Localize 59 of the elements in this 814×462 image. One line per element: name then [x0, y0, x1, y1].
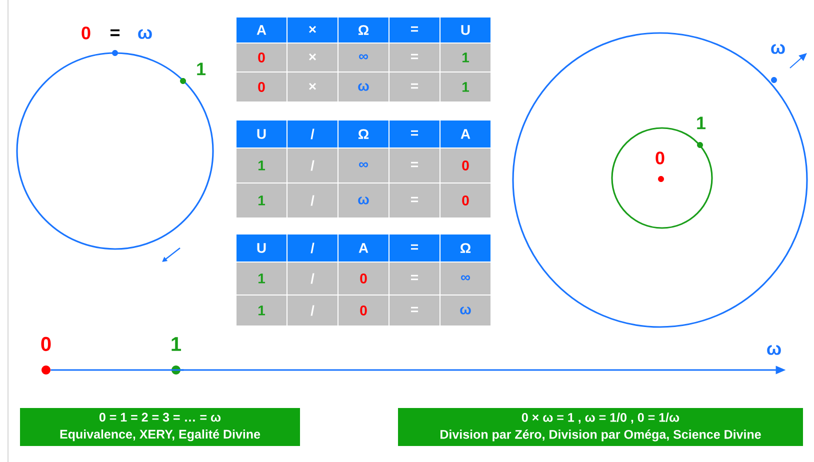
table-header-cell: =: [388, 120, 440, 148]
table-cell: 1: [236, 182, 288, 218]
table-header-cell: U: [236, 120, 288, 148]
table-header-cell: /: [286, 120, 338, 148]
table-cell: 0: [338, 262, 390, 296]
table-cell: ω: [338, 182, 390, 218]
table-cell: ∞: [440, 262, 492, 296]
table-header-cell: =: [388, 16, 440, 44]
table-cell: =: [388, 262, 440, 296]
table-cell: =: [388, 42, 440, 72]
table-header-cell: U: [236, 234, 288, 262]
table-cell: 0: [236, 42, 288, 72]
table-header-cell: /: [286, 234, 338, 262]
point-label: ω: [138, 29, 152, 39]
point-label: 0: [41, 336, 51, 352]
point-label: 1: [172, 337, 182, 351]
table-header-cell: ×: [286, 16, 338, 44]
table-cell: ω: [338, 72, 390, 102]
table-cell: 0: [338, 294, 390, 326]
point-label: 1: [197, 62, 206, 76]
point-label: 1: [697, 116, 706, 130]
table-cell: 1: [440, 72, 492, 102]
table-cell: 1: [236, 262, 288, 296]
point-label: ω: [771, 44, 785, 54]
table-cell: /: [286, 182, 338, 218]
table-cell: ×: [286, 42, 338, 72]
table-header-cell: A: [338, 234, 390, 262]
table-cell: 1: [236, 148, 288, 184]
table-header-cell: Ω: [440, 234, 492, 262]
table-cell: 0: [440, 148, 492, 184]
table-cell: /: [286, 148, 338, 184]
table-cell: 1: [236, 294, 288, 326]
table-cell: 0: [236, 72, 288, 102]
table-cell: /: [286, 262, 338, 296]
table-cell: ∞: [338, 148, 390, 184]
text-box: 0 × ω = 1 , ω = 1/0 , 0 = 1/ω Division par Zéro, Division par Oméga, Science Divine: [398, 408, 803, 446]
table-header-cell: A: [236, 16, 288, 44]
table-cell: 1: [440, 42, 492, 72]
equals-sign: =: [110, 29, 120, 36]
table-cell: ∞: [338, 42, 390, 72]
table-cell: =: [388, 72, 440, 102]
point-dot: [42, 366, 50, 374]
table-cell: =: [388, 294, 440, 326]
text-box: 0 = 1 = 2 = 3 = … = ω Equivalence, XERY, Egalité Divine: [20, 408, 300, 446]
table-header-cell: =: [388, 234, 440, 262]
table-cell: 0: [440, 182, 492, 218]
table-cell: /: [286, 294, 338, 326]
table-header-cell: Ω: [338, 120, 390, 148]
table-header-cell: A: [440, 120, 492, 148]
table-cell: ×: [286, 72, 338, 102]
point-dot: [172, 366, 180, 374]
table-header-cell: U: [440, 16, 492, 44]
table-cell: ω: [440, 294, 492, 326]
point-label: ω: [767, 345, 781, 355]
point-label: 0: [82, 26, 90, 40]
table-cell: =: [388, 182, 440, 218]
point-label: 0: [656, 152, 664, 164]
table-cell: =: [388, 148, 440, 184]
table-header-cell: Ω: [338, 16, 390, 44]
